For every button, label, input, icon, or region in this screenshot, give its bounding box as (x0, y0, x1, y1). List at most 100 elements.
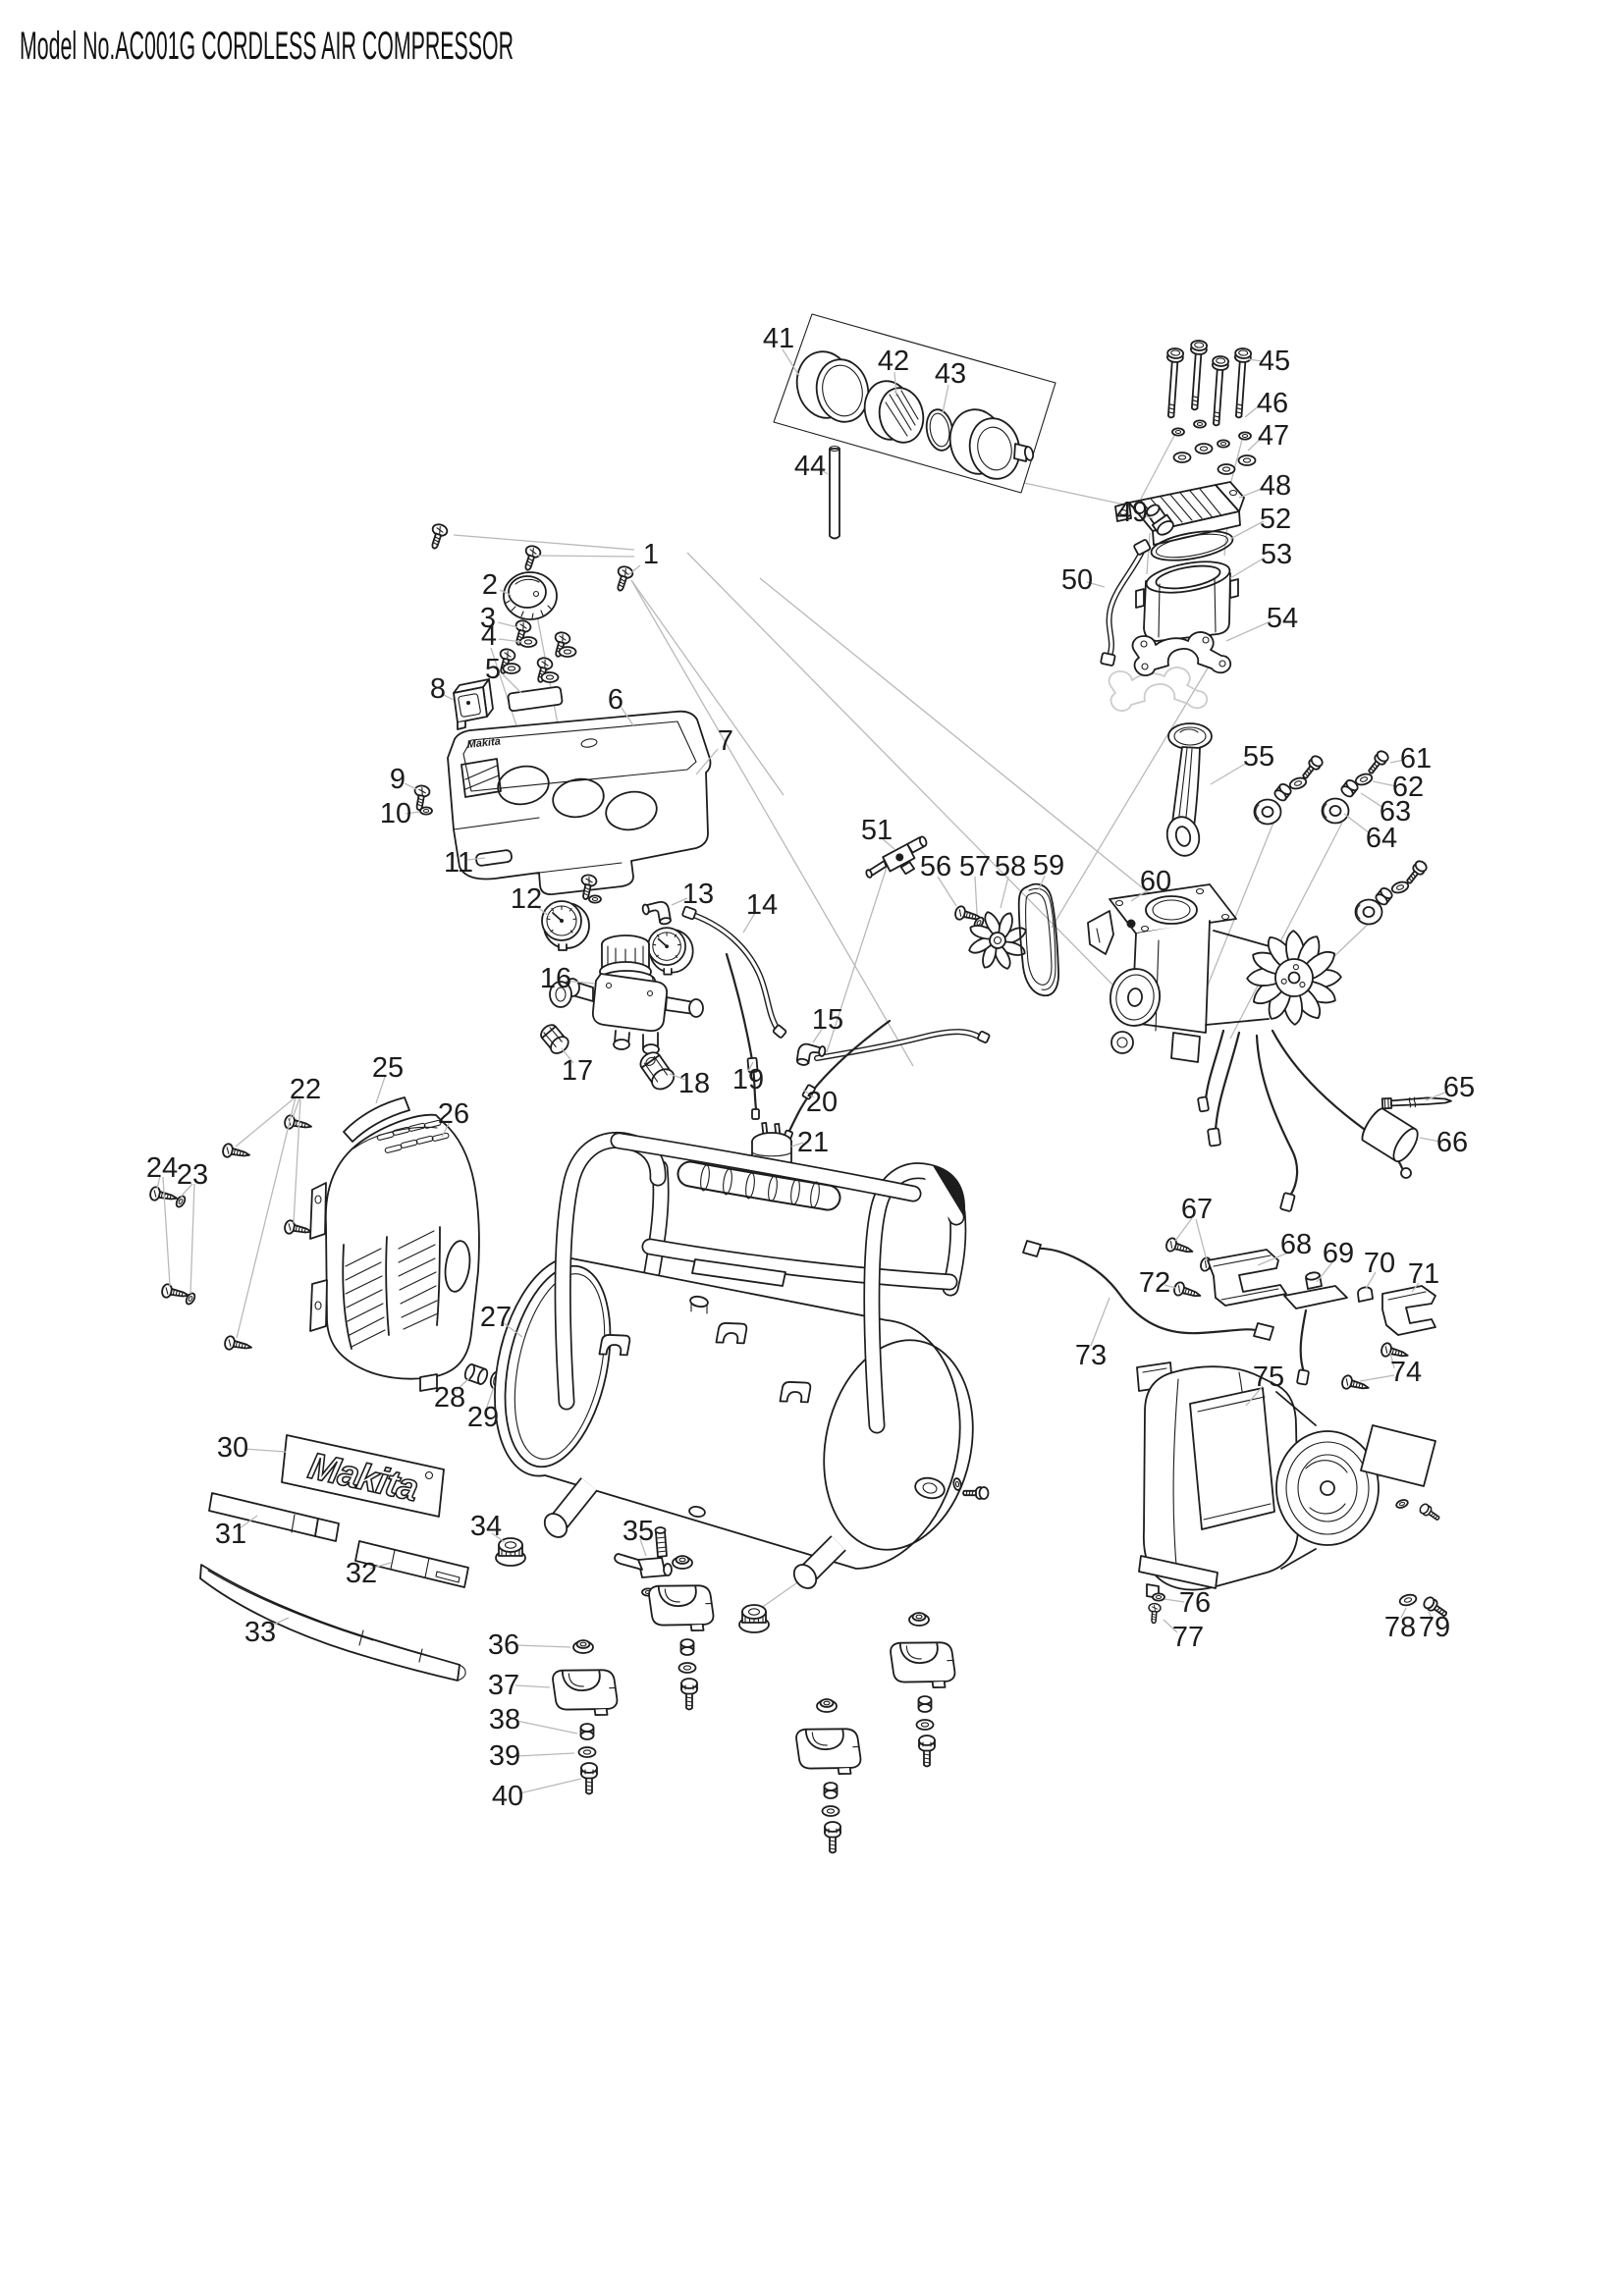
part-34-35-drain-parts (495, 1526, 770, 1633)
part-15-elbow (795, 1029, 991, 1066)
leader-line-48 (1238, 487, 1265, 499)
leader-line-64 (1343, 813, 1371, 834)
leader-line-75 (1245, 1385, 1264, 1407)
part-label-60: 60 (1140, 866, 1171, 897)
part-label-5: 5 (485, 654, 501, 685)
leader-line-6 (621, 707, 634, 726)
part-label-63: 63 (1380, 796, 1411, 828)
part-label-29: 29 (467, 1402, 499, 1433)
leader-line-45 (1247, 358, 1264, 362)
leader-line-66 (1419, 1137, 1441, 1143)
part-72-screw (1171, 1280, 1204, 1304)
part-52-o-ring (1150, 530, 1234, 561)
part-label-27: 27 (480, 1302, 512, 1333)
leader-line-35 (639, 1538, 647, 1557)
part-label-1: 1 (643, 539, 659, 570)
leader-line-72 (1164, 1284, 1176, 1289)
part-65-cable-tie (1380, 1096, 1452, 1110)
part-45-47-head-bolts-washers (1162, 339, 1257, 475)
part-49-fitting (1146, 504, 1174, 536)
leader-line-5 (502, 673, 522, 694)
part-41-filter-cap (795, 350, 870, 423)
leader-line-41 (782, 348, 800, 377)
part-26-side-cover (309, 1113, 480, 1392)
blank-label-sheet (1360, 1424, 1436, 1487)
part-label-26: 26 (438, 1098, 469, 1130)
part-label-19: 19 (732, 1064, 764, 1095)
part-5-label (507, 685, 564, 713)
part-label-78: 78 (1384, 1612, 1416, 1643)
part-64-bearing (1321, 797, 1350, 825)
part-1-11-top-cover-assembly: Makita (410, 521, 712, 895)
part-label-34: 34 (470, 1511, 502, 1542)
leader-line-1 (453, 534, 635, 551)
leader-line-1 (628, 564, 641, 575)
leader-line-61 (1389, 759, 1405, 764)
leader-line-65 (1425, 1091, 1448, 1101)
part-label-30: 30 (217, 1432, 248, 1464)
part-label-38: 38 (489, 1704, 520, 1735)
part-label-18: 18 (678, 1068, 710, 1099)
part-60-64-crankcase-motor (1087, 722, 1430, 1212)
part-label-13: 13 (682, 879, 714, 910)
leader-line-79 (1428, 1611, 1433, 1619)
part-31-label (208, 1492, 340, 1542)
page-title: Model No.AC001G CORDLESS AIR COMPRESSOR (20, 25, 514, 68)
part-69-controller (1283, 1271, 1348, 1386)
leader-line-25 (375, 1076, 386, 1104)
part-label-25: 25 (372, 1052, 404, 1084)
leader-line-52 (1229, 520, 1265, 540)
leader-line-55 (1210, 762, 1248, 785)
part-label-43: 43 (935, 358, 966, 390)
part-1-screw (425, 521, 450, 552)
part-label-71: 71 (1408, 1258, 1439, 1290)
part-label-12: 12 (511, 883, 542, 915)
part-label-50: 50 (1061, 564, 1093, 596)
part-label-79: 79 (1419, 1612, 1450, 1643)
part-12-gauge (541, 900, 590, 951)
part-label-58: 58 (995, 851, 1026, 882)
part-59-belt (1017, 882, 1059, 997)
leader-line-8 (443, 694, 455, 701)
part-label-48: 48 (1260, 470, 1291, 502)
part-35-drain-valve (614, 1526, 673, 1578)
leader-line-7 (695, 748, 719, 775)
part-30-33-decals: Makita (199, 1434, 469, 1682)
leader-line-11 (466, 857, 486, 861)
leader-line-58 (1000, 876, 1009, 909)
leader-line-20 (802, 1089, 815, 1098)
part-label-51: 51 (861, 815, 893, 846)
leader-line-24 (156, 1175, 161, 1190)
part-label-15: 15 (812, 1004, 843, 1036)
part-label-28: 28 (434, 1382, 465, 1414)
leader-line-23 (189, 1183, 195, 1295)
part-34-drain-cock (495, 1537, 526, 1567)
leader-line-74 (1389, 1352, 1395, 1369)
part-40-bolt (580, 1762, 598, 1795)
part-label-10: 10 (380, 798, 411, 829)
leader-line-77 (1163, 1619, 1178, 1633)
part-65-66-tie-and-sleeve (1361, 1096, 1452, 1163)
part-label-69: 69 (1323, 1238, 1354, 1269)
leader-line-31 (239, 1515, 258, 1529)
part-label-73: 73 (1075, 1340, 1107, 1371)
leader-line-1 (630, 579, 785, 796)
leader-line-76 (1164, 1598, 1185, 1603)
part-label-47: 47 (1258, 420, 1289, 452)
part-68-terminal-bracket (1207, 1249, 1287, 1307)
part-label-52: 52 (1260, 504, 1291, 535)
part-56-59-fan-belt (952, 882, 1059, 997)
part-61-bolt (1364, 748, 1391, 777)
leader-line-67 (1174, 1217, 1193, 1242)
part-label-20: 20 (806, 1087, 838, 1118)
leader-line-68 (1257, 1252, 1289, 1266)
part-55-connecting-rod (1165, 722, 1213, 857)
part-38-spacer (579, 1723, 595, 1740)
part-label-2: 2 (482, 569, 498, 601)
part-label-72: 72 (1139, 1267, 1170, 1299)
leader-line-51 (881, 837, 895, 850)
leader-line-22 (292, 1097, 300, 1119)
part-label-32: 32 (346, 1558, 377, 1589)
leader-line-36 (514, 1644, 571, 1648)
